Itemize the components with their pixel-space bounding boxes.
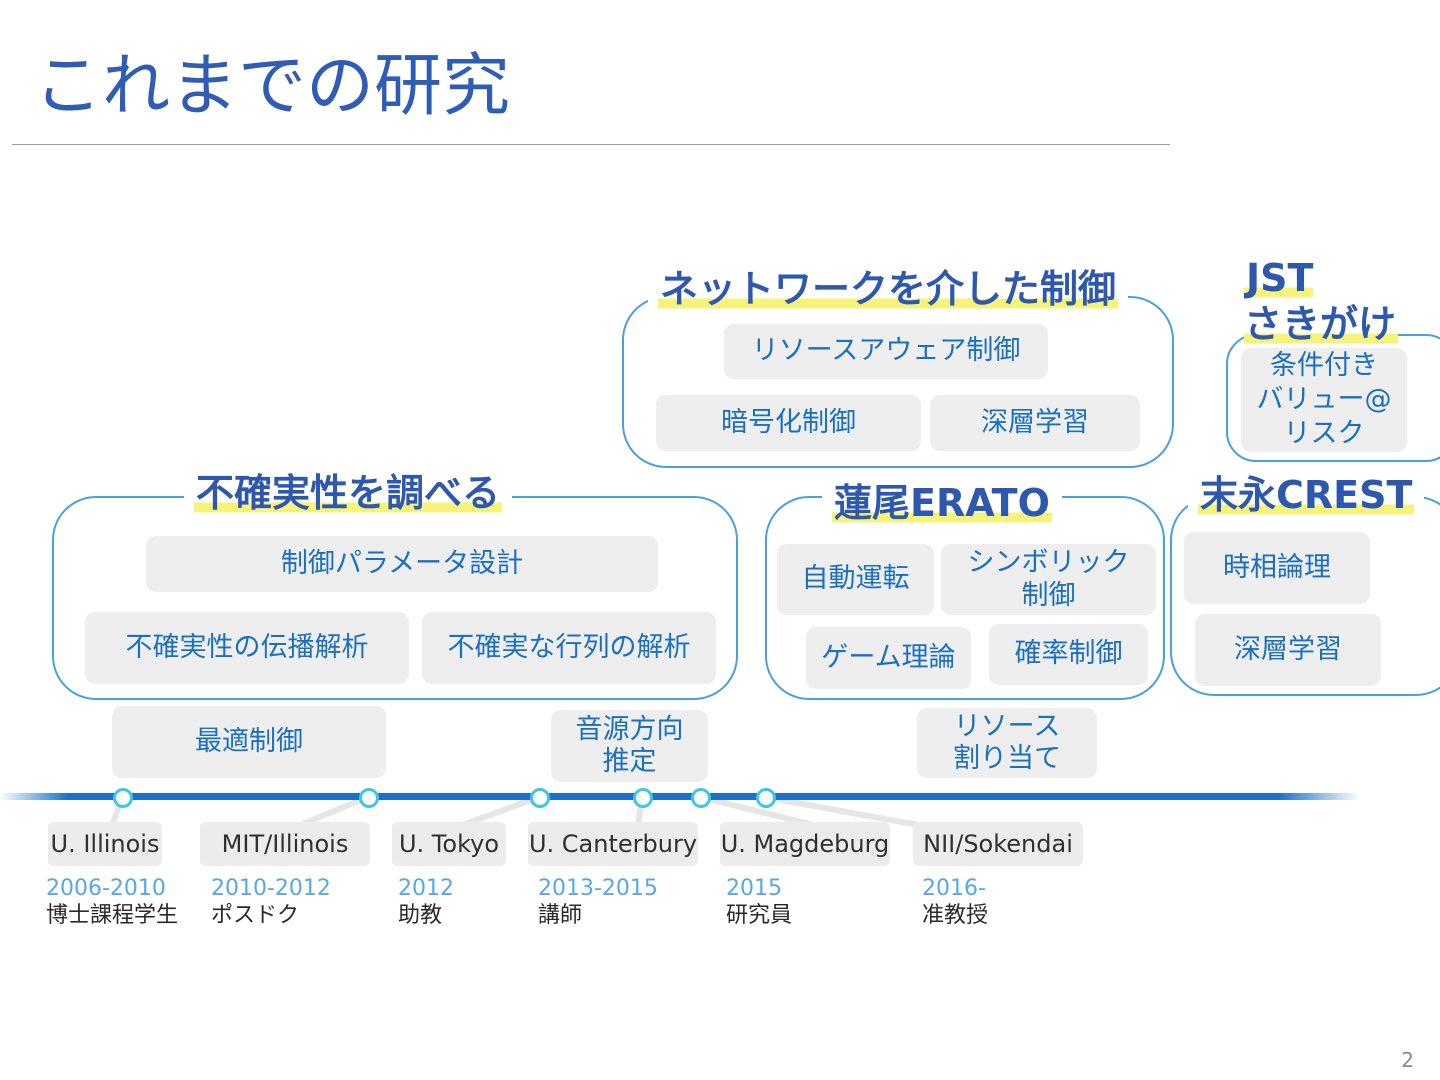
topic-deep-learning-network: 深層学習 xyxy=(930,395,1140,451)
topic-source-direction: 音源方向 推定 xyxy=(551,710,708,782)
institution-label: U. Tokyo xyxy=(392,822,506,866)
group-erato-heading: 蓮尾ERATO xyxy=(822,481,1062,526)
topic-encrypted: 暗号化制御 xyxy=(656,395,921,451)
institution-label: NII/Sokendai xyxy=(913,822,1083,866)
institution-label: MIT/Illinois xyxy=(200,822,370,866)
topic-deep-learning-crest: 深層学習 xyxy=(1195,614,1381,686)
topic-resource-aware: リソースアウェア制御 xyxy=(724,324,1048,379)
topic-resource-allocation: リソース 割り当て xyxy=(917,708,1097,778)
topic-value-at-risk: 条件付き バリュー@ リスク xyxy=(1241,348,1407,452)
topic-optimal-control: 最適制御 xyxy=(112,706,386,778)
page-number: 2 xyxy=(1401,1048,1414,1072)
years-label: 2013-2015 xyxy=(538,876,658,901)
timeline-node xyxy=(756,788,776,808)
title-divider xyxy=(12,144,1170,145)
topic-temporal-logic: 時相論理 xyxy=(1184,532,1370,604)
page-title: これまでの研究 xyxy=(34,47,511,126)
timeline-node xyxy=(359,788,379,808)
role-label: 助教 xyxy=(398,903,443,928)
timeline-node xyxy=(691,788,711,808)
timeline-bar xyxy=(0,793,1360,800)
topic-symbolic: シンボリック 制御 xyxy=(941,544,1156,615)
institution-label: U. Magdeburg xyxy=(720,822,890,866)
institution-label: U. Illinois xyxy=(48,822,162,866)
group-sakigake-heading: JST さきがけ xyxy=(1244,256,1399,346)
years-label: 2015 xyxy=(726,876,782,901)
topic-uncertain-matrix: 不確実な行列の解析 xyxy=(422,612,716,684)
topic-stochastic: 確率制御 xyxy=(989,624,1148,685)
group-uncertainty-heading: 不確実性を調べる xyxy=(184,471,513,516)
topic-auto-driving: 自動運転 xyxy=(777,544,934,615)
topic-propagation: 不確実性の伝播解析 xyxy=(85,612,409,684)
role-label: 研究員 xyxy=(726,903,793,928)
role-label: 博士課程学生 xyxy=(46,903,179,928)
years-label: 2006-2010 xyxy=(46,876,166,901)
timeline-node xyxy=(633,788,653,808)
role-label: 講師 xyxy=(538,903,583,928)
connector-magdeburg xyxy=(699,794,819,829)
topic-game-theory: ゲーム理論 xyxy=(806,627,971,689)
institution-label: U. Canterbury xyxy=(528,822,698,866)
topic-param-design: 制御パラメータ設計 xyxy=(146,536,658,592)
years-label: 2016- xyxy=(922,876,986,901)
role-label: ポスドク xyxy=(211,903,300,928)
connector-tokyo xyxy=(458,794,541,829)
timeline-node xyxy=(113,788,133,808)
group-crest-heading: 末永CREST xyxy=(1188,473,1425,518)
years-label: 2010-2012 xyxy=(211,876,331,901)
group-network-heading: ネットワークを介した制御 xyxy=(648,267,1129,312)
connector-mit xyxy=(296,794,370,829)
role-label: 准教授 xyxy=(922,903,989,928)
timeline-node xyxy=(530,788,550,808)
years-label: 2012 xyxy=(398,876,454,901)
